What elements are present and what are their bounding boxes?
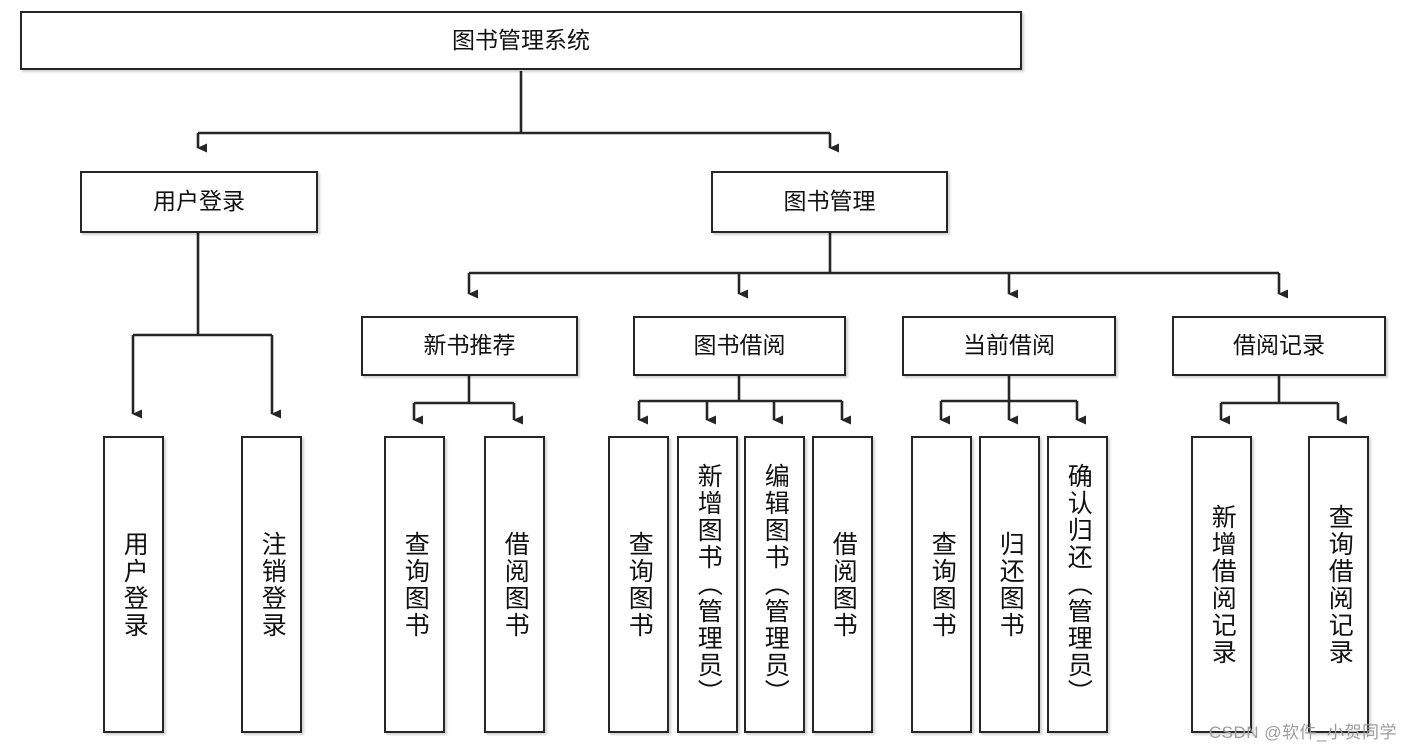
csdn-watermark: CSDN @软件_小贺同学: [1208, 723, 1397, 742]
node-label: 图书借阅: [693, 332, 786, 359]
node-leaf-edit-book[interactable]: 编辑图书（管理员）: [744, 436, 805, 733]
node-label: 新增图书（管理员）: [694, 463, 723, 706]
node-leaf-add-book[interactable]: 新增图书（管理员）: [677, 436, 738, 733]
node-label: 借阅图书: [829, 530, 858, 639]
node-label: 用户登录: [120, 530, 149, 639]
node-label: 确认归还（管理员）: [1064, 463, 1093, 706]
node-root-system[interactable]: 图书管理系统: [20, 11, 1022, 70]
node-book-management[interactable]: 图书管理: [711, 171, 948, 233]
node-user-login[interactable]: 用户登录: [80, 171, 318, 233]
node-book-borrow[interactable]: 图书借阅: [633, 316, 846, 376]
node-label: 新书推荐: [423, 332, 516, 359]
node-leaf-user-login[interactable]: 用户登录: [103, 436, 164, 733]
node-label: 查询图书: [625, 530, 654, 639]
node-label: 查询借阅记录: [1325, 503, 1354, 666]
node-leaf-query-record[interactable]: 查询借阅记录: [1308, 436, 1369, 733]
node-label: 当前借阅: [963, 332, 1055, 359]
node-leaf-add-record[interactable]: 新增借阅记录: [1191, 436, 1252, 733]
node-label: 注销登录: [258, 530, 287, 639]
node-leaf-return-book[interactable]: 归还图书: [979, 436, 1040, 733]
node-label: 查询图书: [928, 530, 957, 639]
node-label: 图书管理: [783, 188, 876, 215]
node-label: 图书管理系统: [452, 26, 590, 53]
node-leaf-borrow-book-2[interactable]: 借阅图书: [812, 436, 873, 733]
node-leaf-logout[interactable]: 注销登录: [241, 436, 302, 733]
node-label: 查询图书: [401, 530, 430, 639]
node-leaf-query-book-1[interactable]: 查询图书: [384, 436, 445, 733]
node-leaf-query-book-3[interactable]: 查询图书: [911, 436, 972, 733]
node-label: 借阅记录: [1233, 332, 1325, 359]
node-label: 编辑图书（管理员）: [761, 463, 790, 706]
node-label: 借阅图书: [501, 530, 530, 639]
node-label: 归还图书: [996, 530, 1025, 639]
node-leaf-confirm-return[interactable]: 确认归还（管理员）: [1047, 436, 1108, 733]
node-current-borrow[interactable]: 当前借阅: [902, 316, 1116, 376]
node-label: 新增借阅记录: [1208, 503, 1237, 666]
node-leaf-borrow-book-1[interactable]: 借阅图书: [484, 436, 545, 733]
node-label: 用户登录: [153, 188, 245, 215]
node-leaf-query-book-2[interactable]: 查询图书: [608, 436, 669, 733]
node-borrow-record[interactable]: 借阅记录: [1172, 316, 1386, 376]
node-new-book-recommend[interactable]: 新书推荐: [361, 316, 578, 376]
